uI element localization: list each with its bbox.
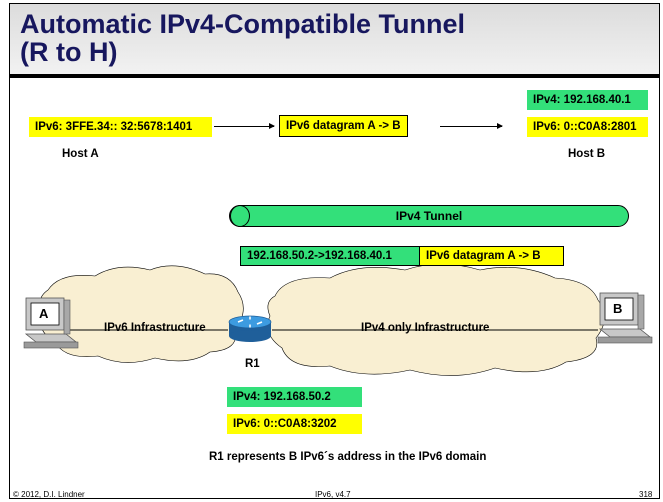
tunnel-ipv4-header: 192.168.50.2->192.168.40.1 — [240, 246, 420, 266]
footer-version: IPv6, v4.7 — [315, 490, 351, 499]
desktop-computer-icon-b — [597, 292, 653, 344]
arrow-a-to-datagram — [214, 123, 275, 129]
host-b-ipv6-box: IPv6: 0::C0A8:2801 — [527, 117, 648, 137]
slide-title: Automatic IPv4-Compatible Tunnel (R to H… — [20, 10, 465, 66]
ipv4-cloud-label: IPv4 only Infrastructure — [361, 322, 490, 334]
arrow-datagram-to-b — [440, 123, 503, 129]
footer-copyright: © 2012, D.I. Lindner — [13, 490, 85, 499]
ipv6-cloud-label: IPv6 Infrastructure — [104, 322, 206, 334]
host-a-pc-letter: A — [39, 306, 49, 321]
host-b-label: Host B — [568, 148, 606, 160]
slide-frame: Automatic IPv4-Compatible Tunnel (R to H… — [9, 3, 660, 499]
r1-ipv4-box: IPv4: 192.168.50.2 — [227, 387, 362, 407]
title-line-1: Automatic IPv4-Compatible Tunnel — [20, 9, 466, 39]
title-rule — [10, 74, 659, 78]
r1-note: R1 represents B IPv6´s address in the IP… — [209, 451, 487, 463]
tunnel-label: IPv4 Tunnel — [395, 209, 463, 223]
host-a-label: Host A — [62, 148, 99, 160]
footer-page-number: 318 — [639, 490, 653, 499]
title-line-2: (R to H) — [20, 37, 118, 67]
host-b-pc-letter: B — [613, 301, 623, 316]
router-label: R1 — [245, 358, 260, 370]
tunnel-ipv6-payload: IPv6 datagram A -> B — [419, 246, 564, 266]
desktop-computer-icon-a — [23, 297, 79, 349]
host-b-ipv4-box: IPv4: 192.168.40.1 — [527, 90, 648, 110]
r1-ipv6-box: IPv6: 0::C0A8:3202 — [227, 414, 362, 434]
tunnel-end-cap — [230, 205, 250, 227]
router-icon — [228, 315, 272, 342]
title-band: Automatic IPv4-Compatible Tunnel (R to H… — [10, 4, 659, 74]
ipv4-cloud-icon — [267, 263, 605, 376]
ipv4-tunnel: IPv4 Tunnel — [229, 205, 629, 227]
host-a-ipv6-box: IPv6: 3FFE.34:: 32:5678:1401 — [29, 117, 212, 137]
datagram-box: IPv6 datagram A -> B — [279, 115, 408, 137]
